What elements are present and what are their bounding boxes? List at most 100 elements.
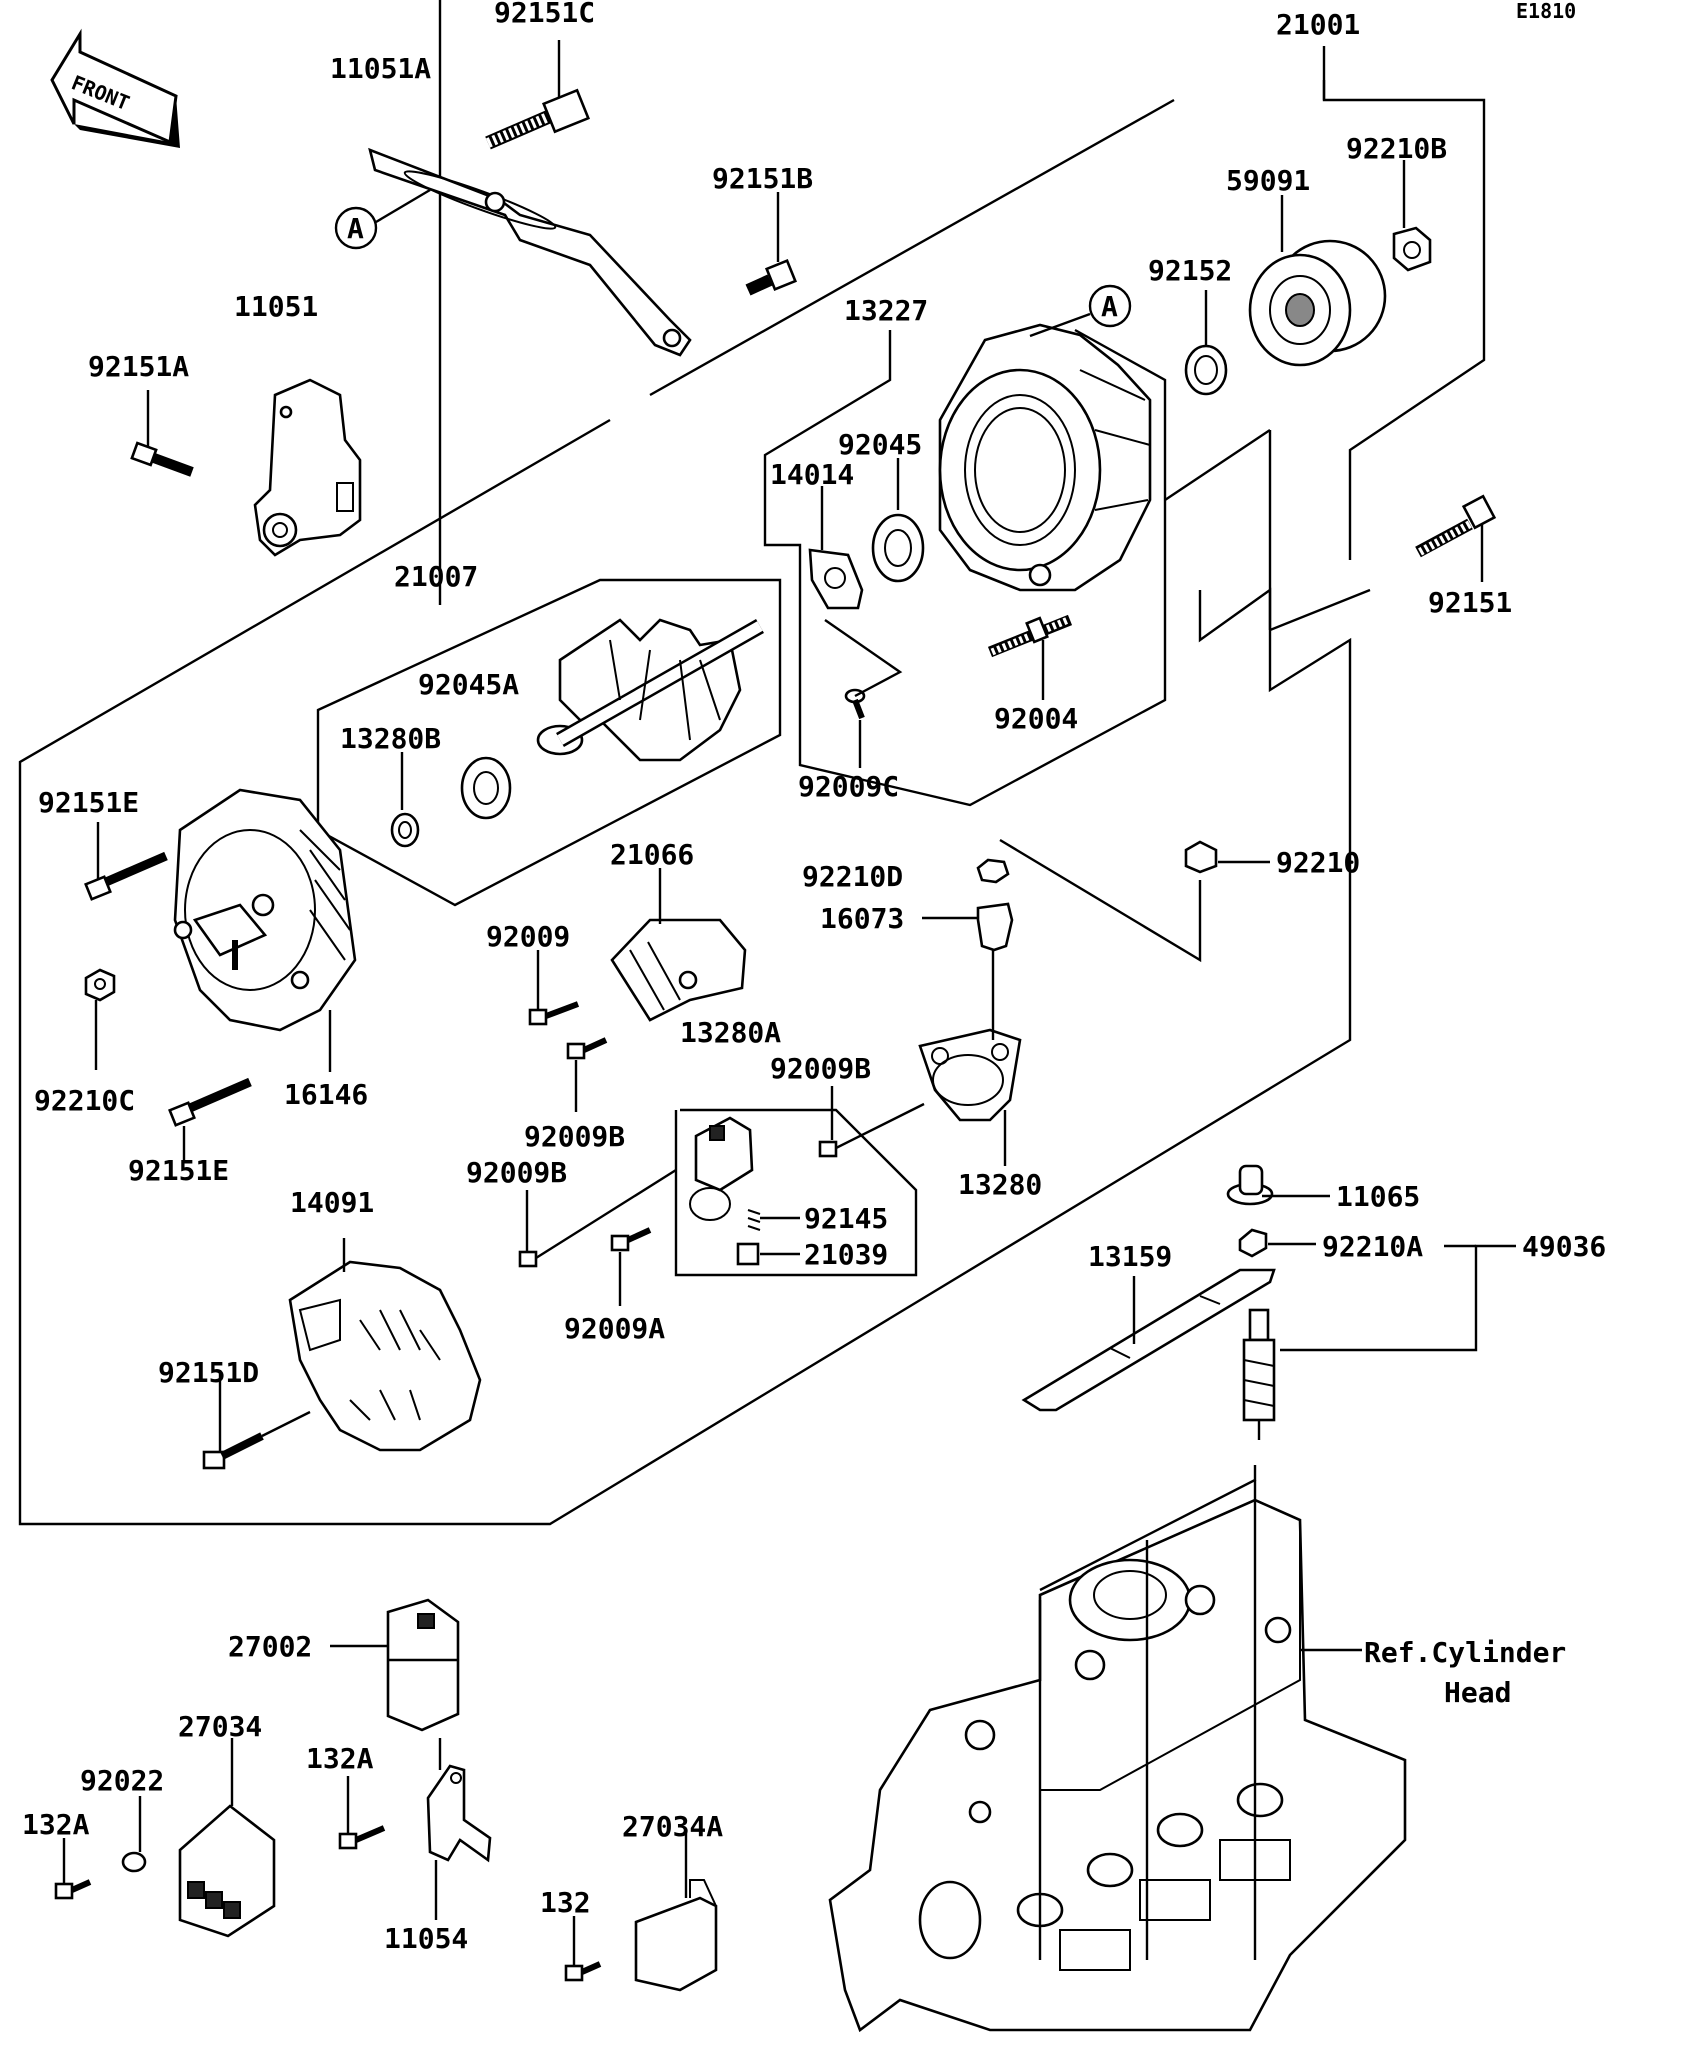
rotor-21007 (536, 618, 764, 762)
label-13227: 13227 (844, 294, 928, 327)
screw-92009C (824, 619, 903, 768)
label-27034A: 27034A (622, 1810, 723, 1843)
label-11054: 11054 (384, 1922, 468, 1955)
label-11051A: 11051A (330, 52, 431, 85)
label-92151A: 92151A (88, 350, 189, 383)
bolt-92151B (745, 192, 798, 296)
label-21001: 21001 (1276, 8, 1360, 41)
stator-housing-13227 (938, 323, 1152, 592)
relay-27002 (330, 1598, 460, 1770)
label-21066: 21066 (610, 838, 694, 871)
screw-132A-left (54, 1838, 92, 1900)
label-14014: 14014 (770, 458, 854, 491)
label-132A-left: 132A (22, 1808, 90, 1841)
reference-marker-a-right: A (1029, 284, 1132, 338)
screw-92009B-left (518, 1168, 677, 1268)
bracket-11051 (253, 378, 362, 557)
screw-92009A (610, 1227, 652, 1306)
label-16073: 16073 (820, 902, 904, 935)
bracket-11051A (368, 147, 692, 357)
stud-92004 (987, 614, 1073, 700)
unit-27034A (634, 1830, 718, 1992)
unit-27034 (178, 1738, 276, 1938)
svg-text:A: A (347, 212, 364, 245)
label-92210C: 92210C (34, 1084, 135, 1117)
label-21007: 21007 (394, 560, 478, 593)
nut-92210B (1392, 160, 1432, 272)
rear-housing-16146 (173, 788, 357, 1072)
bolt-92151D (202, 1370, 311, 1470)
label-92009B-right: 92009B (770, 1052, 871, 1085)
label-92210A: 92210A (1322, 1230, 1423, 1263)
label-132A-right: 132A (306, 1742, 374, 1775)
nut-92210D (976, 858, 1010, 884)
subassembly-13227-outline (763, 328, 1371, 807)
glow-plug-49036 (1242, 1244, 1516, 1440)
label-92210B: 92210B (1346, 132, 1447, 165)
subassembly-13280A-outline (674, 1108, 918, 1277)
ring-92152 (1184, 290, 1228, 396)
screw-132A-right (338, 1776, 386, 1850)
screw-92009B-right (818, 1086, 925, 1158)
bolt-92151E-top (84, 822, 168, 901)
bearing-92045 (871, 458, 925, 583)
brush-holder-13280A (689, 1116, 761, 1266)
bearing-92045A (460, 756, 512, 820)
label-92009A: 92009A (564, 1312, 665, 1345)
reference-marker-a-left: A (334, 188, 431, 250)
bolt-92151E-bottom (168, 1077, 252, 1162)
label-92145: 92145 (804, 1202, 888, 1235)
label-27034: 27034 (178, 1710, 262, 1743)
label-92151E-top: 92151E (38, 786, 139, 819)
label-13280B: 13280B (340, 722, 441, 755)
cover-14091 (288, 1238, 482, 1452)
diagram-code: E1810 (1516, 0, 1576, 23)
label-13280A: 13280A (680, 1016, 781, 1049)
label-132: 132 (540, 1886, 591, 1919)
label-92009C: 92009C (798, 770, 899, 803)
label-92009: 92009 (486, 920, 570, 953)
subassembly-21007-outline (316, 0, 782, 907)
screw-132 (564, 1916, 602, 1982)
label-92004: 92004 (994, 702, 1078, 735)
bolt-92151C (485, 40, 591, 150)
label-92151B: 92151B (712, 162, 813, 195)
front-arrow-icon: FRONT (50, 28, 180, 148)
label-92210: 92210 (1276, 846, 1360, 879)
label-92045: 92045 (838, 428, 922, 461)
rectifier-13280 (918, 950, 1022, 1166)
ref-note-line1: Ref.Cylinder (1364, 1636, 1566, 1669)
bolt-92151A (130, 390, 194, 477)
label-21039: 21039 (804, 1238, 888, 1271)
label-59091: 59091 (1226, 164, 1310, 197)
bar-13159 (1021, 1268, 1276, 1412)
cap-16073 (922, 902, 1014, 952)
part-labels: 21001 92151C 11051A 92151B 92210B 59091 … (22, 0, 1606, 1955)
label-92151: 92151 (1428, 586, 1512, 619)
washer-13280B (390, 752, 420, 848)
label-27002: 27002 (228, 1630, 312, 1663)
label-92151C: 92151C (494, 0, 595, 29)
nut-92210A (1238, 1228, 1316, 1258)
label-13159: 13159 (1088, 1240, 1172, 1273)
screw-92009B-mid (566, 1037, 608, 1112)
nut-92210C (84, 968, 116, 1070)
svg-text:A: A (1101, 290, 1118, 323)
cap-11065 (1226, 1164, 1330, 1206)
label-92045A: 92045A (418, 668, 519, 701)
label-92210D: 92210D (802, 860, 903, 893)
label-92152: 92152 (1148, 254, 1232, 287)
label-16146: 16146 (284, 1078, 368, 1111)
label-92151D: 92151D (158, 1356, 259, 1389)
label-92151E-bottom: 92151E (128, 1154, 229, 1187)
label-14091: 14091 (290, 1186, 374, 1219)
nut-92210 (1184, 840, 1270, 874)
cylinder-head-illustration (828, 1465, 1407, 2033)
plate-14014 (808, 486, 864, 610)
bolt-92151 (1415, 494, 1497, 582)
label-92022: 92022 (80, 1764, 164, 1797)
washer-92022 (121, 1796, 147, 1873)
regulator-21066 (610, 868, 747, 1022)
label-13280: 13280 (958, 1168, 1042, 1201)
